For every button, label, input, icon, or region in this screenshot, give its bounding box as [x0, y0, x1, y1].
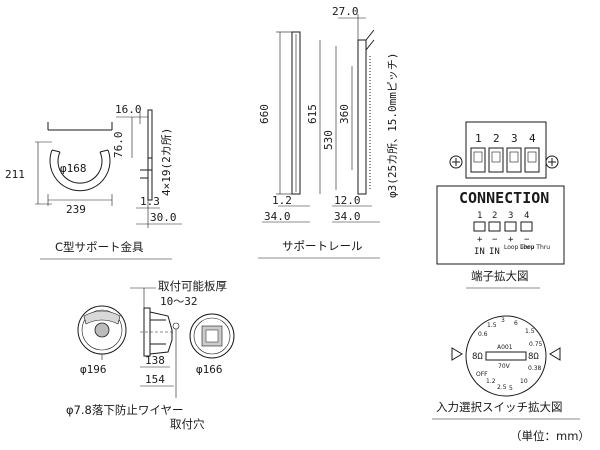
bracket-height: 211 — [5, 168, 25, 181]
svg-text:0.75: 0.75 — [529, 341, 543, 348]
rail-pitch-note: φ3(25カ所、15.0mmピッチ) — [386, 53, 399, 198]
polarity-2: − — [492, 235, 498, 245]
svg-text:0.6: 0.6 — [478, 331, 488, 338]
switch-dial — [465, 315, 547, 397]
terminal-num-1: 1 — [475, 132, 482, 145]
panel-num-1: 1 — [477, 211, 482, 221]
switch-group: 1.5 3 6 1.5 0.75 0.38 10 5 2.5 1.2 0.6 A… — [432, 315, 580, 420]
svg-text:6: 6 — [514, 320, 518, 327]
polarity-1: + — [477, 235, 483, 245]
bracket-width: 239 — [66, 203, 86, 216]
bracket-dim-16: 16.0 — [115, 103, 142, 116]
screw-left-icon — [449, 155, 463, 169]
terminal-slots — [470, 147, 540, 173]
svg-text:1.2: 1.2 — [486, 378, 496, 385]
dial-marks: 1.5 3 6 1.5 0.75 0.38 10 5 2.5 1.2 0.6 — [478, 317, 543, 392]
panel-num-4: 4 — [524, 211, 529, 221]
bracket-dim-76: 76.0 — [112, 132, 125, 159]
thickness-range: 10〜32 — [160, 295, 198, 308]
svg-text:5: 5 — [509, 385, 513, 392]
svg-text:1.5: 1.5 — [487, 322, 497, 329]
rail-right — [357, 39, 367, 195]
bracket-group: φ168 211 239 16.0 76.0 4×19(2カ所) 1.3 30.… — [5, 103, 182, 260]
rail-dim-34-left: 34.0 — [264, 210, 291, 223]
thickness-label: 取付可能板厚 — [158, 279, 227, 293]
rail-dim-530: 530 — [322, 130, 335, 150]
switch-8ohm-right: 8Ω — [528, 352, 539, 362]
rail-dim-1-2: 1.2 — [272, 194, 292, 207]
speaker-diameter-166: φ166 — [196, 363, 223, 376]
svg-text:2.5: 2.5 — [497, 384, 507, 391]
switch-caption: 入力選択スイッチ拡大図 — [436, 400, 563, 414]
bracket-caption: C型サポート金具 — [55, 240, 144, 254]
screw-right-icon — [545, 155, 559, 169]
switch-70v: 70V — [498, 363, 511, 370]
terminal-num-2: 2 — [493, 132, 500, 145]
connection-panel — [436, 185, 565, 265]
bracket-side-view — [147, 109, 153, 201]
speaker-side-view — [140, 307, 180, 357]
bracket-diameter: φ168 — [60, 162, 87, 175]
bracket-holes: 4×19(2カ所) — [160, 128, 173, 196]
polarity-4: − — [524, 235, 530, 245]
speaker-front-view — [77, 305, 127, 355]
unit-note: （単位：mm） — [510, 429, 590, 443]
rail-dim-27: 27.0 — [332, 5, 359, 18]
terminal-group: 1 2 3 4 CONNECTION 1 2 3 — [436, 121, 565, 289]
svg-text:0.38: 0.38 — [528, 365, 542, 372]
bracket-dim-30: 30.0 — [150, 211, 177, 224]
label-in-2: IN — [489, 247, 500, 257]
switch-off: OFF — [476, 371, 488, 378]
label-loop-4: Loop Thru — [520, 244, 550, 251]
rail-dim-660: 660 — [258, 104, 271, 124]
switch-a001: A001 — [497, 344, 513, 351]
polarity-3: + — [508, 235, 514, 245]
wire-hole-line1: φ7.8落下防止ワイヤー — [66, 403, 184, 417]
speaker-diameter-196: φ196 — [80, 363, 107, 376]
switch-slot — [485, 351, 527, 361]
rail-dim-615: 615 — [306, 104, 319, 124]
rail-caption: サポートレール — [282, 239, 363, 253]
label-loop-3: Loop Thru — [504, 244, 534, 251]
panel-num-2: 2 — [492, 211, 497, 221]
bracket-dim-13: 1.3 — [140, 195, 160, 208]
svg-text:3: 3 — [501, 317, 505, 324]
terminal-num-3: 3 — [511, 132, 518, 145]
speaker-group: 取付可能板厚 10〜32 φ196 138 154 — [66, 279, 235, 431]
rail-dim-12: 12.0 — [334, 194, 361, 207]
rail-dim-34-right: 34.0 — [334, 210, 361, 223]
bracket-ring-outer — [49, 149, 111, 192]
speaker-dim-154: 154 — [145, 373, 165, 386]
arrow-left-icon — [451, 347, 463, 361]
svg-text:10: 10 — [520, 378, 528, 385]
bracket-ring-inner — [57, 151, 103, 184]
bracket-top-bar — [47, 122, 113, 131]
svg-text:1.5: 1.5 — [525, 328, 535, 335]
wire-hole-line2: 取付穴 — [170, 417, 205, 431]
terminal-num-4: 4 — [529, 132, 536, 145]
panel-num-3: 3 — [508, 211, 513, 221]
connection-title: CONNECTION — [459, 189, 549, 207]
arrow-right-icon — [549, 347, 561, 361]
terminal-caption: 端子拡大図 — [471, 269, 529, 283]
rail-dim-360: 360 — [338, 104, 351, 124]
label-in-1: IN — [474, 247, 485, 257]
terminal-block — [465, 121, 547, 179]
switch-8ohm-left: 8Ω — [472, 352, 483, 362]
rail-left — [291, 31, 301, 195]
rail-group: 660 27.0 615 530 360 φ3(25カ所、15.0mmピッチ) … — [258, 5, 399, 259]
panel-slots — [473, 221, 533, 232]
speaker-dim-138: 138 — [145, 354, 165, 367]
speaker-back-view — [189, 313, 235, 359]
